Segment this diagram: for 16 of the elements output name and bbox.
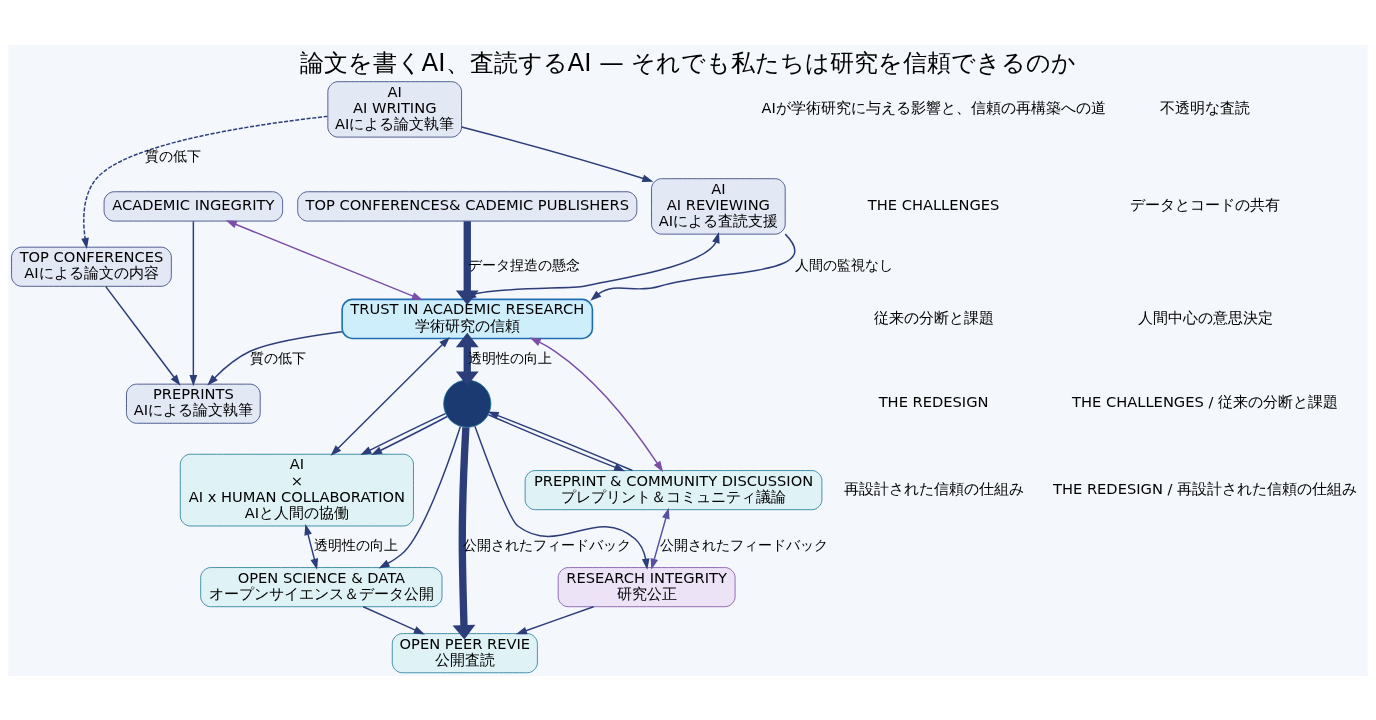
label: THE REDESIGN / 再設計された信頼の仕組み <box>1053 479 1358 497</box>
diagram-title: 論文を書くAI、査読するAI — それでも私たちは研究を信頼できるのか <box>299 47 1077 77</box>
label: THE CHALLENGES <box>867 195 1000 213</box>
label: THE CHALLENGES / 従来の分断と課題 <box>1072 392 1339 410</box>
edge-label: 質の低下 <box>250 349 307 366</box>
edge-label: 公開されたフィードバック <box>660 536 829 553</box>
edge-label: 質の低下 <box>144 147 201 164</box>
label: AIが学術研究に与える影響と、信頼の再構築への道 <box>761 98 1106 116</box>
label: THE REDESIGN <box>878 392 989 410</box>
edge-label: 透明性の向上 <box>313 536 398 553</box>
label: 従来の分断と課題 <box>873 308 994 326</box>
edge-label: 人間の監視なし <box>795 256 894 273</box>
label: 不透明な査読 <box>1160 98 1251 116</box>
label: 再設計された信頼の仕組み <box>843 479 1024 497</box>
label: 人間中心の意思決定 <box>1137 308 1273 326</box>
label: データとコードの共有 <box>1130 195 1281 213</box>
